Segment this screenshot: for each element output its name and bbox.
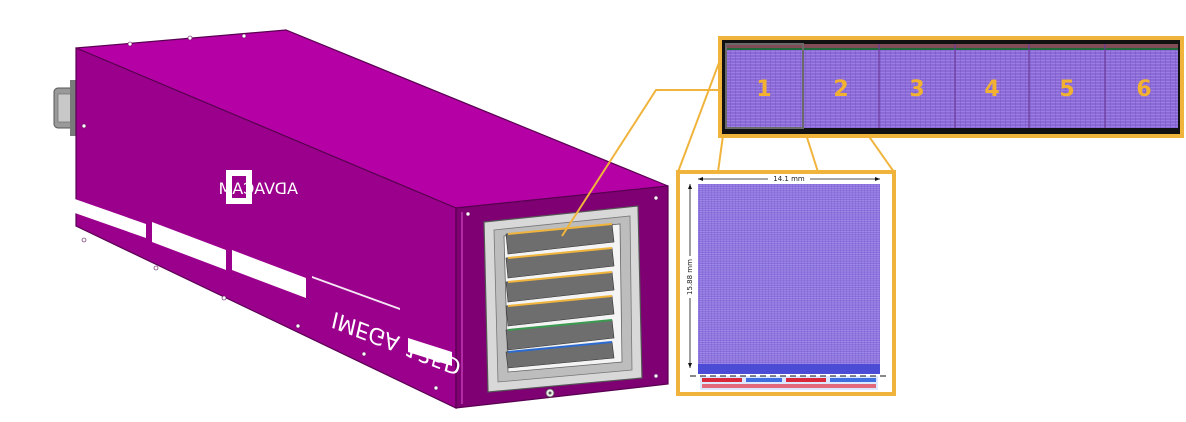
chip-detail: 14.1 mm 15.88 mm bbox=[676, 170, 896, 396]
pixel-matrix bbox=[698, 184, 880, 368]
company-logo: ADVACAM bbox=[219, 170, 299, 204]
height-dimension: 15.88 mm bbox=[685, 184, 695, 368]
module-label-3: 3 bbox=[909, 77, 924, 102]
back-connector bbox=[53, 80, 80, 136]
detector-housing: IMEGA 135D ADVACAM bbox=[53, 29, 669, 409]
sensor-slats bbox=[505, 223, 615, 369]
periphery-pads bbox=[700, 376, 878, 390]
module-label-2: 2 bbox=[833, 77, 848, 102]
module-label-5: 5 bbox=[1059, 77, 1074, 102]
module-label-1: 1 bbox=[756, 77, 771, 102]
module-label-4: 4 bbox=[984, 77, 999, 102]
module-1-highlight bbox=[725, 43, 804, 129]
logo-wordmark: ADVACAM bbox=[219, 179, 299, 198]
module-label-6: 6 bbox=[1136, 77, 1151, 102]
module-strip: 1 2 3 4 5 6 bbox=[718, 36, 1184, 138]
width-dimension: 14.1 mm bbox=[698, 174, 880, 183]
housing-screws bbox=[81, 33, 659, 391]
side-stripes bbox=[72, 198, 452, 366]
width-label: 14.1 mm bbox=[773, 175, 805, 183]
height-label: 15.88 mm bbox=[686, 259, 694, 295]
